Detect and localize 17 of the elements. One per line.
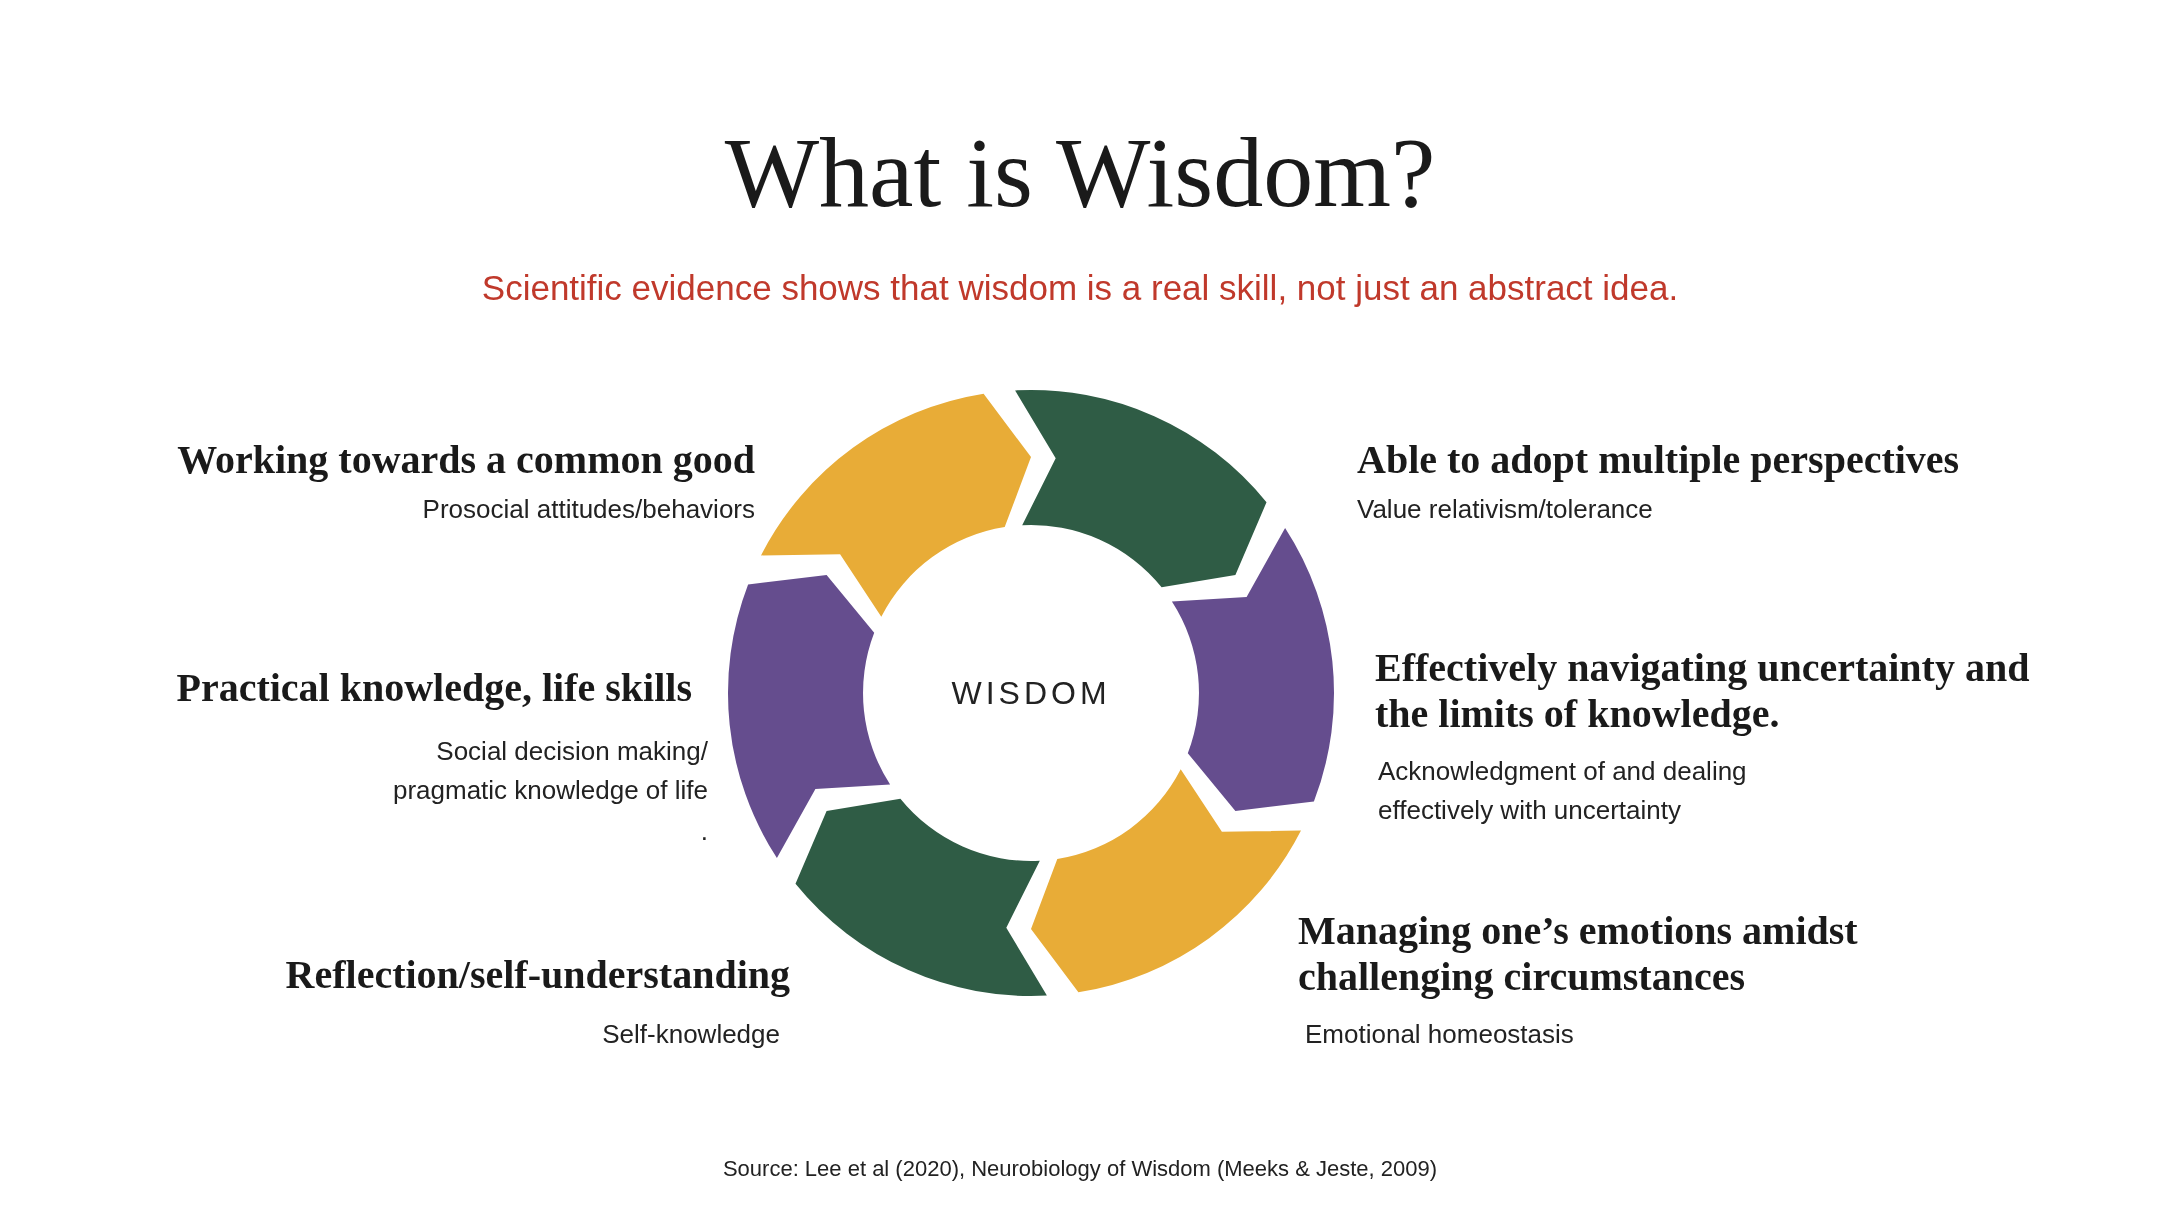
- description: Self-knowledge: [601, 1018, 780, 1051]
- subtitle: Scientific evidence shows that wisdom is a real skill, not just an abstract idea.: [480, 268, 1680, 308]
- description: Social decision making/ pragmatic knowledge of life: [391, 735, 708, 807]
- heading: Working towards a common good: [176, 437, 755, 483]
- description: Emotional homeostasis: [1305, 1018, 1575, 1051]
- description: Prosocial attitudes/behaviors: [421, 493, 755, 526]
- heading: Able to adopt multiple perspectives: [1357, 437, 1961, 483]
- source-caption: Source: Lee et al (2020), Neurobiology of Wisdom (Meeks & Jeste, 2009): [721, 1156, 1439, 1182]
- dot: .: [699, 815, 708, 848]
- heading: Effectively navigating uncertainty and the limits of knowledge.: [1375, 645, 2031, 737]
- description: Value relativism/tolerance: [1357, 493, 1654, 526]
- center-label: WISDOM: [951, 674, 1111, 712]
- heading: Reflection/self-understanding: [284, 952, 790, 998]
- heading: Practical knowledge, life skills: [175, 665, 692, 711]
- heading: Managing one’s emotions amidst challenging circumstances: [1298, 908, 1858, 1000]
- title: What is Wisdom?: [723, 116, 1437, 230]
- description: Acknowledgment of and dealing effectively with uncertainty: [1378, 755, 1748, 827]
